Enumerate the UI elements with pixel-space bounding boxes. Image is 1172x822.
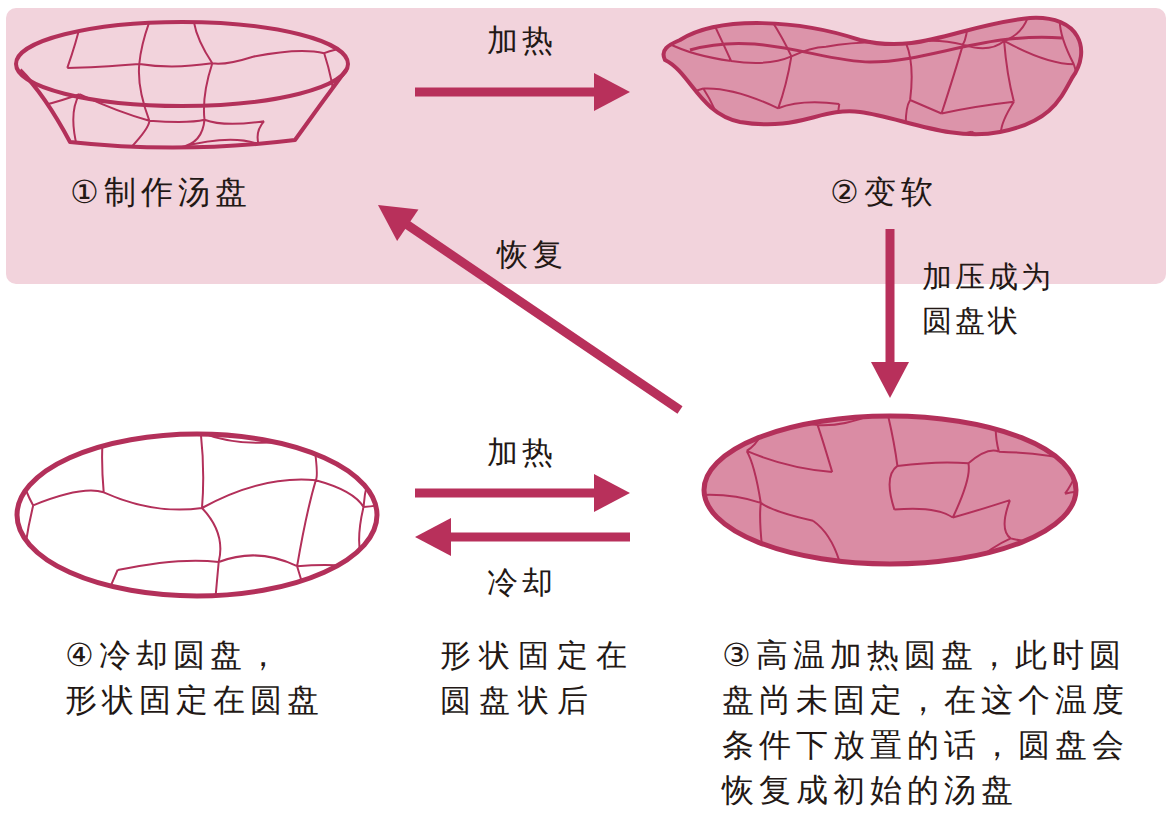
state-node: ②变软 bbox=[660, 10, 1090, 221]
soup-dish bbox=[16, 22, 348, 148]
crack-lines bbox=[675, 394, 1172, 665]
arrow-label: 恢复 bbox=[497, 232, 567, 276]
state-node: ①制作汤盘 bbox=[10, 10, 360, 221]
process-arrow bbox=[871, 229, 909, 398]
arrow-head bbox=[378, 205, 418, 241]
state-caption: ②变软 bbox=[830, 170, 938, 215]
arrow-label: 加压成为 圆盘状 bbox=[922, 255, 1062, 343]
arrow-head bbox=[415, 518, 451, 556]
cool-disc-fill bbox=[17, 434, 377, 596]
arrow-shaft bbox=[415, 88, 596, 97]
soft-dish-fill bbox=[663, 18, 1081, 135]
state-caption: ③高温加热圆盘，此时圆 盘尚未固定，在这个温度 条件下放置的话，圆盘会 恢复成初… bbox=[722, 633, 1162, 813]
arrow-shaft bbox=[449, 533, 630, 542]
state-caption: ①制作汤盘 bbox=[70, 170, 252, 215]
arrow-label: 冷却 bbox=[487, 560, 557, 604]
state-caption: ④冷却圆盘， 形状固定在圆盘 bbox=[65, 633, 333, 723]
crack-texture bbox=[1, 406, 508, 734]
pink-band bbox=[6, 8, 1166, 284]
arrow-shaft bbox=[406, 224, 680, 410]
state-node: ③高温加热圆盘，此时圆 盘尚未固定，在这个温度 条件下放置的话，圆盘会 恢复成初… bbox=[695, 405, 1168, 819]
crack-texture bbox=[675, 394, 1172, 665]
crack-lines bbox=[637, 0, 1172, 249]
hot-disc bbox=[704, 416, 1076, 564]
crack-texture bbox=[637, 0, 1172, 249]
process-arrow bbox=[415, 474, 630, 512]
process-arrow bbox=[415, 73, 630, 111]
process-arrow bbox=[415, 518, 630, 556]
arrow-label: 加热 bbox=[487, 430, 557, 474]
crack-lines bbox=[1, 406, 508, 734]
crack-lines bbox=[0, 1, 463, 261]
arrow-label: 加热 bbox=[487, 18, 557, 62]
state-node: ④冷却圆盘， 形状固定在圆盘 bbox=[10, 425, 390, 729]
crack-texture bbox=[0, 1, 463, 261]
arrow-head bbox=[594, 474, 630, 512]
soft-dish bbox=[663, 18, 1081, 135]
process-arrow bbox=[378, 205, 680, 410]
arrow-shaft bbox=[886, 229, 895, 364]
arrow-head bbox=[871, 362, 909, 398]
arrow-head bbox=[594, 73, 630, 111]
arrow-shaft bbox=[415, 489, 596, 498]
note-text: 形状固定在 圆盘状后 bbox=[440, 633, 650, 723]
cool-disc bbox=[17, 434, 377, 596]
